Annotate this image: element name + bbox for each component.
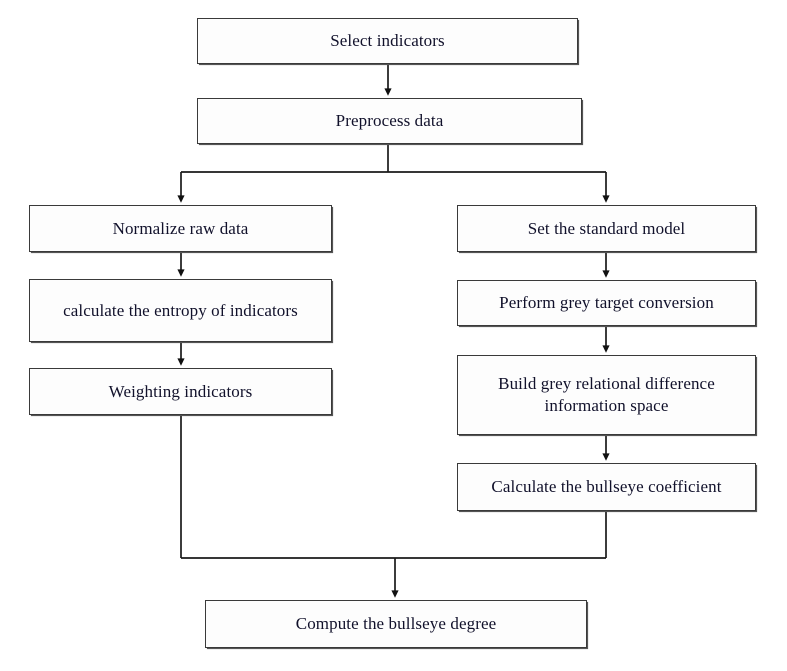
node-label-compute-bullseye-degree: Compute the bullseye degree [295,614,497,634]
node-label-set-standard-model: Set the standard model [527,218,686,238]
node-select-indicators[interactable]: Select indicators [197,18,578,64]
node-label-weighting-indicators: Weighting indicators [108,381,253,401]
node-label-normalize-raw-data: Normalize raw data [112,218,249,238]
node-preprocess-data[interactable]: Preprocess data [197,98,582,144]
node-set-standard-model[interactable]: Set the standard model [457,205,756,252]
node-label-perform-grey-target-conversion: Perform grey target conversion [499,293,714,313]
node-label-calculate-bullseye-coefficient: Calculate the bullseye coefficient [491,477,722,497]
node-weighting-indicators[interactable]: Weighting indicators [29,368,332,415]
node-normalize-raw-data[interactable]: Normalize raw data [29,205,332,252]
node-build-grey-relational-difference[interactable]: Build grey relational difference informa… [457,355,756,435]
node-calculate-entropy[interactable]: calculate the entropy of indicators [29,279,332,342]
node-label-calculate-entropy: calculate the entropy of indicators [63,300,298,320]
node-compute-bullseye-degree[interactable]: Compute the bullseye degree [205,600,587,648]
node-label-build-grey-relational-difference: Build grey relational difference informa… [498,374,715,415]
node-label-preprocess-data: Preprocess data [335,111,444,131]
node-label-select-indicators: Select indicators [330,31,445,51]
node-calculate-bullseye-coefficient[interactable]: Calculate the bullseye coefficient [457,463,756,511]
node-perform-grey-target-conversion[interactable]: Perform grey target conversion [457,280,756,326]
